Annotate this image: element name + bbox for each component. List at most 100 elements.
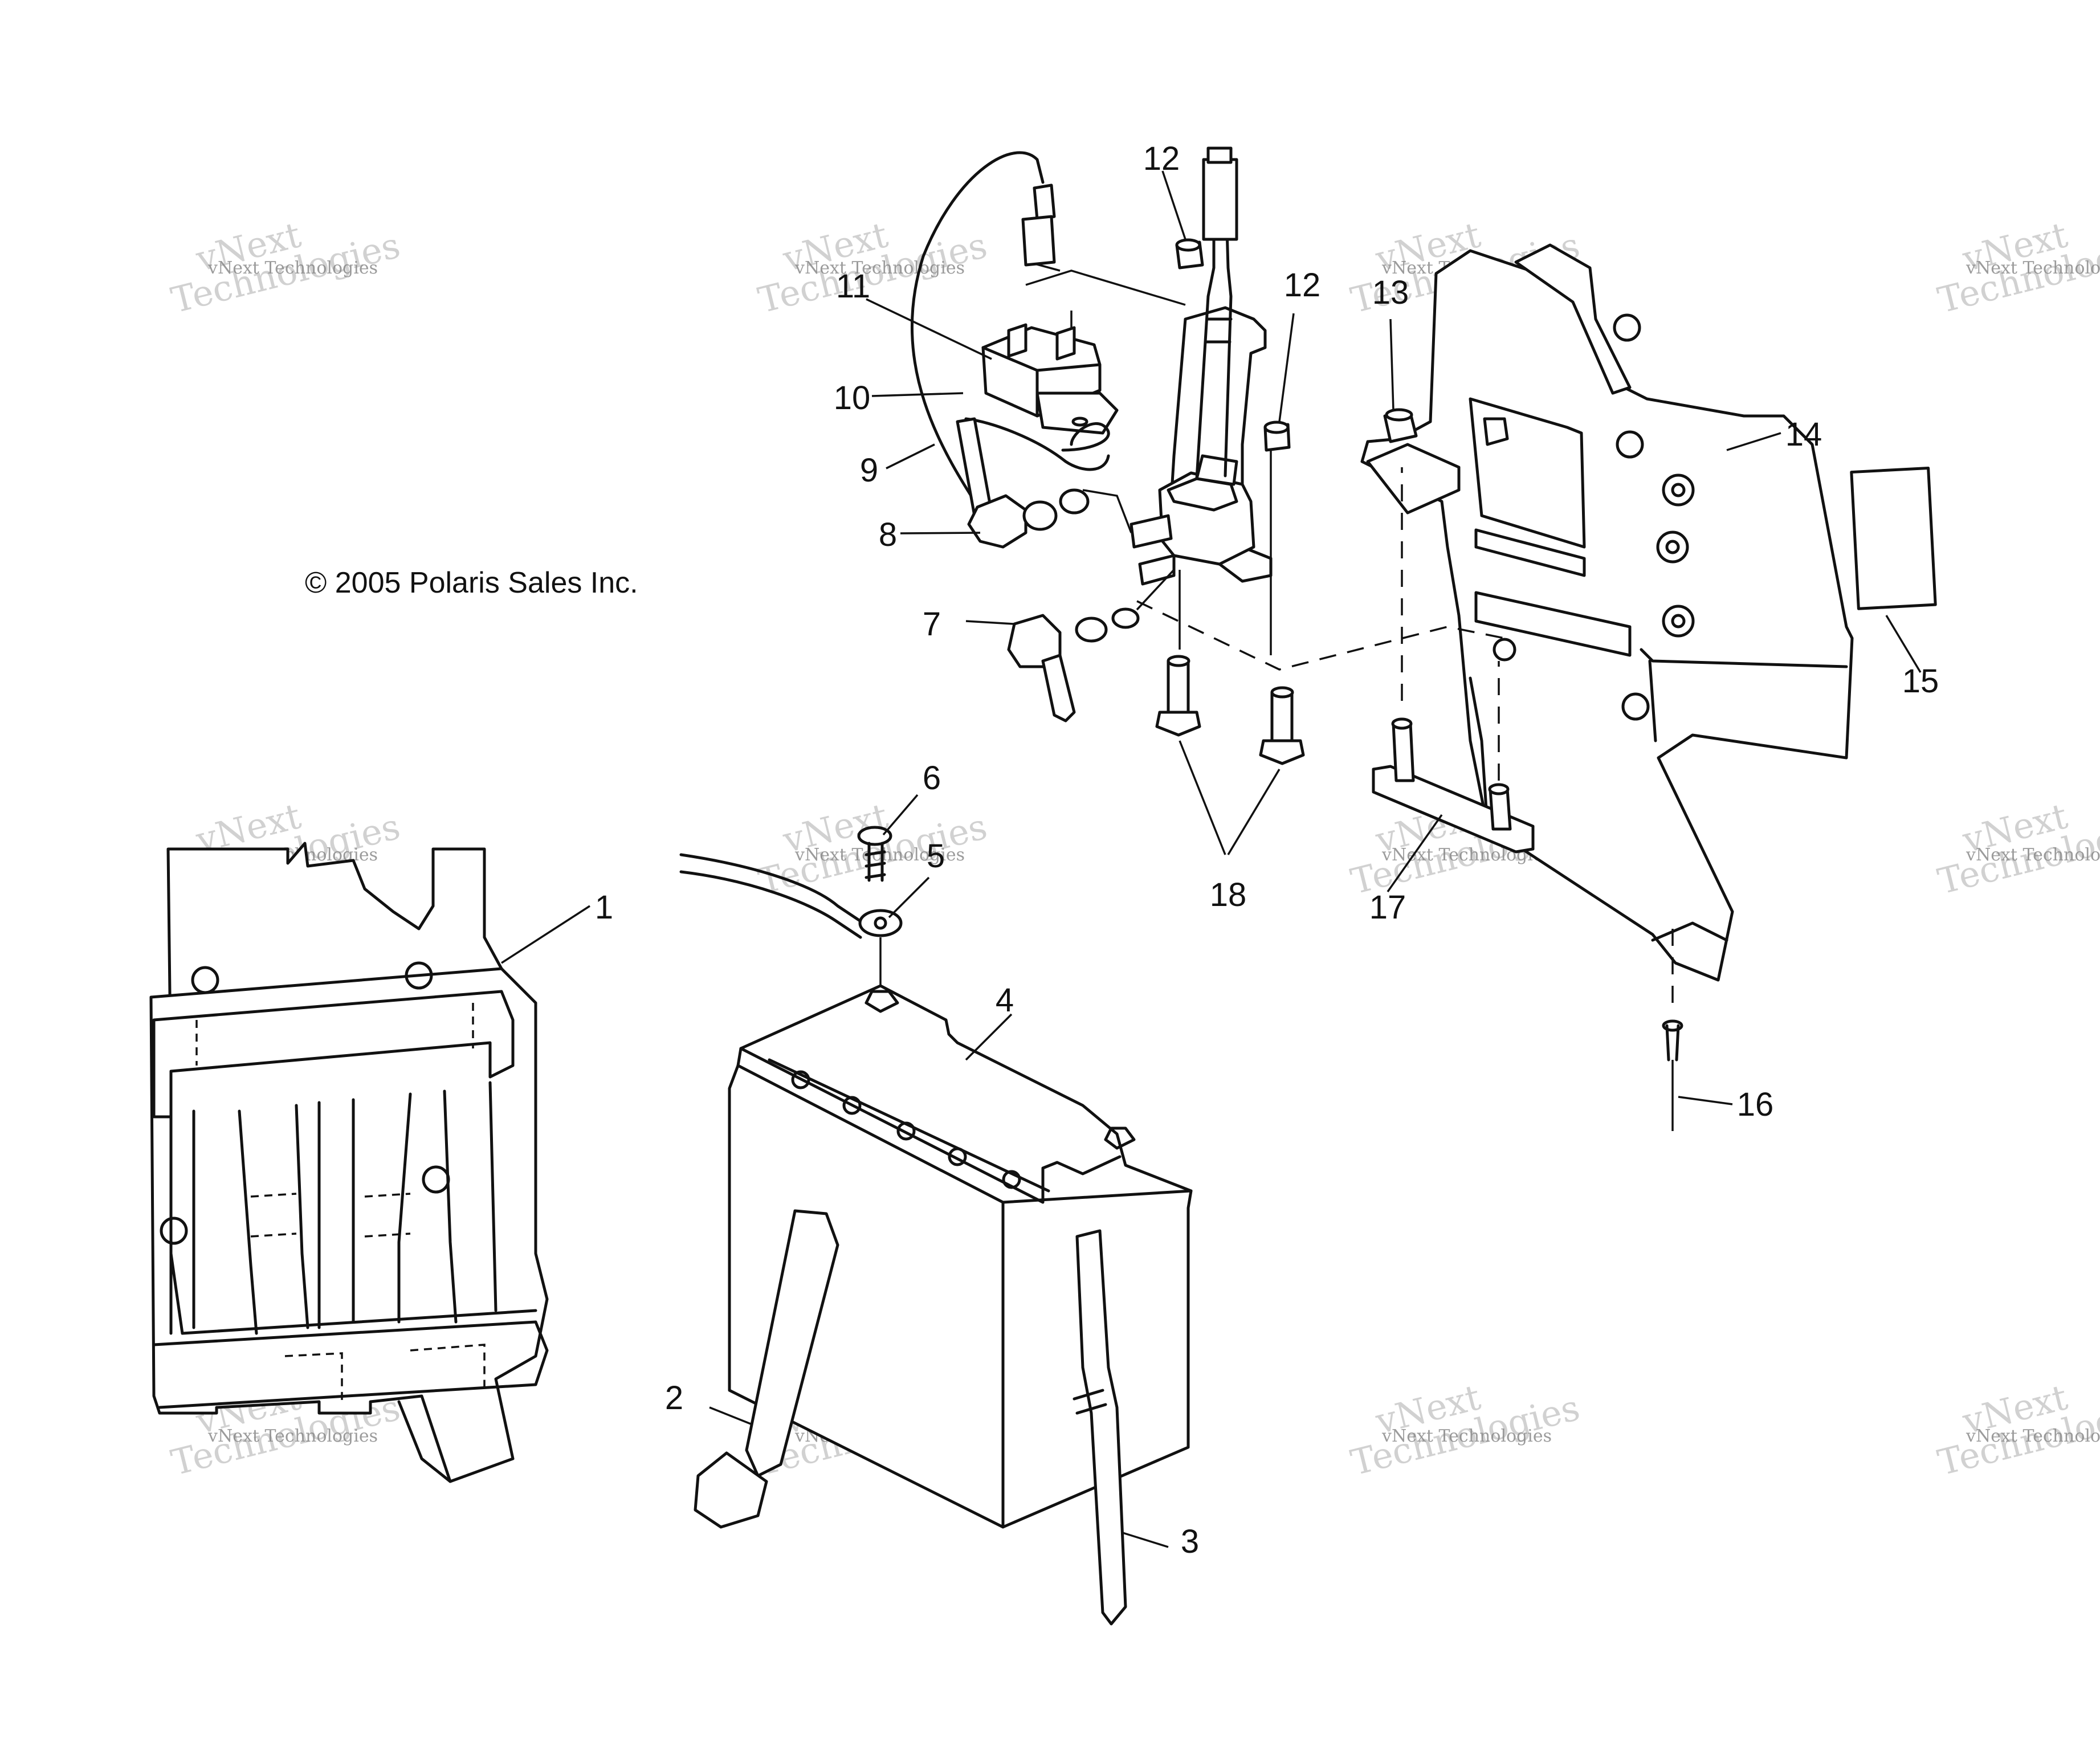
watermark-text: vNext Technologies bbox=[1966, 1426, 2100, 1446]
part-17-stud-plate bbox=[1372, 467, 1535, 854]
leader-line-18 bbox=[1179, 740, 1281, 855]
callout-11: 11 bbox=[836, 268, 870, 305]
assembly-line bbox=[1025, 270, 1186, 306]
part-4-battery bbox=[728, 984, 1193, 1529]
part-10-wire bbox=[964, 417, 1110, 471]
callout-14: 14 bbox=[1785, 416, 1822, 453]
bracket-flange bbox=[1366, 443, 1461, 515]
leader-line-13 bbox=[1389, 319, 1394, 411]
holder-bottom-band bbox=[152, 1320, 549, 1409]
part-14-mounting-bracket bbox=[1360, 243, 1854, 982]
leader-line-3 bbox=[1122, 1532, 1169, 1548]
battery-terminal-negative bbox=[865, 990, 899, 1013]
callout-1: 1 bbox=[595, 889, 613, 926]
bracket-slot bbox=[1474, 591, 1632, 657]
holder-floor bbox=[169, 1252, 537, 1335]
watermark: vNext Technologies bbox=[1934, 214, 2100, 321]
strap-body bbox=[745, 1209, 839, 1477]
leader-line-14 bbox=[1726, 432, 1781, 451]
terminal-washer bbox=[1111, 607, 1140, 629]
callout-12: 12 bbox=[1284, 267, 1321, 304]
callout-18: 18 bbox=[1210, 876, 1247, 913]
callout-9: 9 bbox=[860, 452, 878, 489]
bracket-hole-inner bbox=[1665, 540, 1680, 554]
leader-line-4 bbox=[965, 1013, 1013, 1061]
callout-16: 16 bbox=[1737, 1086, 1774, 1123]
bolt-head bbox=[1259, 739, 1305, 765]
wire-connector bbox=[1202, 158, 1238, 241]
copyright-notice: © 2005 Polaris Sales Inc. bbox=[305, 566, 638, 599]
holder-top-band bbox=[152, 990, 515, 1119]
part-9-wire bbox=[910, 151, 1056, 520]
bolt-shank bbox=[1167, 659, 1190, 714]
bracket-hole bbox=[1493, 638, 1516, 662]
bracket-top-tab bbox=[1514, 243, 1632, 395]
watermark: vNext Technologies bbox=[167, 214, 404, 321]
callout-3: 3 bbox=[1181, 1523, 1199, 1560]
starter-solenoid bbox=[1129, 146, 1273, 655]
part-1-battery-holder bbox=[149, 842, 549, 1483]
leader-line-15 bbox=[1885, 615, 1922, 673]
callout-6: 6 bbox=[923, 760, 941, 797]
part-5-ring-terminal bbox=[858, 909, 903, 937]
bracket-hole bbox=[1616, 430, 1644, 459]
stud-top bbox=[1488, 783, 1510, 795]
part-2-battery-strap bbox=[694, 1209, 839, 1529]
nut-top bbox=[1385, 408, 1413, 422]
watermark-text: vNext Technologies bbox=[794, 258, 965, 278]
battery-cap bbox=[948, 1147, 967, 1166]
bolt-tip bbox=[1270, 686, 1294, 699]
callout-13: 13 bbox=[1372, 274, 1409, 311]
bolt-head bbox=[857, 826, 892, 846]
watermark-text: vNext Technologies bbox=[1966, 258, 2100, 278]
assembly-line bbox=[1136, 600, 1505, 671]
leader-line-12 bbox=[1161, 170, 1186, 240]
nut-top bbox=[1175, 238, 1201, 252]
part-7-boot-terminal bbox=[1007, 569, 1175, 723]
breaker-terminal bbox=[1055, 326, 1076, 361]
holder-bolt-hole bbox=[405, 961, 433, 990]
terminal-nut bbox=[1022, 500, 1058, 531]
breaker-mount-hole bbox=[1071, 417, 1088, 427]
plate-stud bbox=[1489, 787, 1512, 831]
bracket-edge bbox=[1648, 659, 1657, 742]
bracket-hole bbox=[1613, 313, 1641, 342]
callout-12: 12 bbox=[1143, 140, 1180, 177]
hose-break-mark bbox=[1073, 1389, 1107, 1415]
holder-strap bbox=[397, 1092, 412, 1324]
cable-top bbox=[679, 853, 865, 925]
holder-strap bbox=[238, 1109, 258, 1335]
connector-tip bbox=[1206, 146, 1233, 164]
leader-line-17 bbox=[1387, 814, 1443, 893]
strap-end-loop bbox=[694, 1451, 768, 1529]
battery-lid-ridge bbox=[768, 1058, 1050, 1193]
terminal-cable bbox=[956, 417, 993, 517]
bracket-ledge bbox=[1640, 648, 1848, 668]
part-11-circuit-breaker bbox=[981, 245, 1186, 435]
rivet-body bbox=[1665, 1024, 1680, 1062]
assembly-line bbox=[1401, 467, 1500, 781]
leader-line-11 bbox=[866, 298, 992, 360]
holder-bolt-hole bbox=[191, 966, 219, 994]
wire-loop bbox=[910, 151, 1045, 520]
solenoid-post bbox=[1129, 514, 1173, 549]
wire-ring-terminal bbox=[1061, 422, 1110, 452]
part-12-nut bbox=[1263, 421, 1291, 452]
battery-cap bbox=[1002, 1170, 1021, 1189]
cable-bottom bbox=[679, 870, 862, 939]
bolt-head bbox=[1155, 711, 1201, 737]
holder-bolt-hole bbox=[422, 1165, 450, 1194]
bolt-tip bbox=[1167, 655, 1190, 667]
leader-line-2 bbox=[709, 1406, 753, 1426]
leader-line-10 bbox=[871, 392, 964, 397]
callout-5: 5 bbox=[927, 838, 945, 875]
holder-strap bbox=[488, 1081, 498, 1312]
callout-8: 8 bbox=[879, 516, 897, 553]
terminal-washer bbox=[1059, 488, 1090, 515]
bracket-foot bbox=[1651, 921, 1728, 942]
terminal-hole bbox=[874, 916, 887, 930]
holder-strap bbox=[295, 1104, 309, 1329]
part-16-rivet bbox=[1662, 929, 1683, 1131]
bracket-hole bbox=[1656, 530, 1689, 564]
holder-foot bbox=[397, 1400, 452, 1483]
